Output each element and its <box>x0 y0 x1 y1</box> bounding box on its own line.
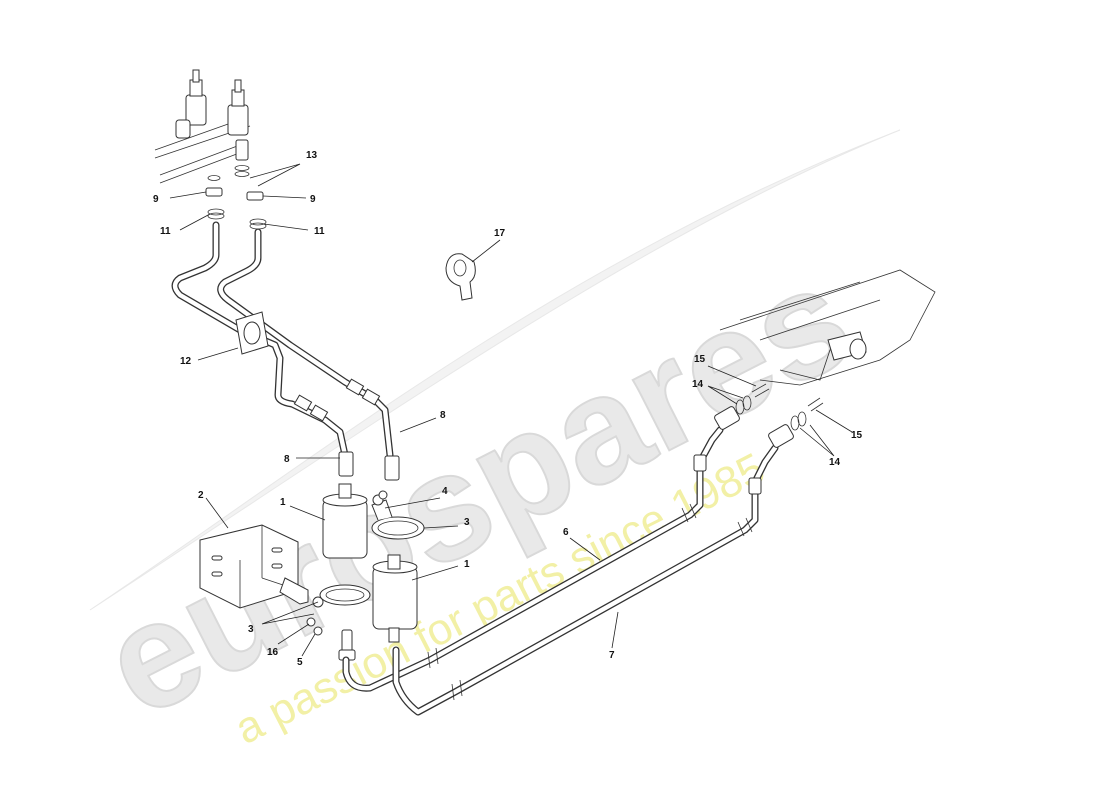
callout-15-left: 15 <box>694 354 706 365</box>
callout-5: 5 <box>297 657 303 668</box>
callout-12: 12 <box>180 356 192 367</box>
retaining-clip-15 <box>751 383 824 412</box>
pipe-clamp-17 <box>445 253 476 301</box>
callout-8-left: 8 <box>284 454 290 465</box>
fuel-filter-icon <box>372 554 418 643</box>
callout-4: 4 <box>442 486 448 497</box>
fuel-tank-outline <box>719 269 936 386</box>
grommet-icon <box>205 187 264 201</box>
washer-16 <box>313 626 323 636</box>
callout-1-upper: 1 <box>280 497 286 508</box>
callout-13: 13 <box>306 150 318 161</box>
callout-8-right: 8 <box>440 410 446 421</box>
callout-3-right: 3 <box>464 517 470 528</box>
callouts: 13 9 9 11 11 17 12 8 8 4 2 1 3 1 3 16 5 … <box>153 150 863 668</box>
callout-16: 16 <box>267 647 279 658</box>
callout-11-right: 11 <box>314 226 325 237</box>
fuel-pipes-upper <box>171 221 400 481</box>
callout-7: 7 <box>609 650 615 661</box>
fuel-pipes-lower <box>342 406 794 716</box>
callout-6: 6 <box>563 527 569 538</box>
leader-lines <box>169 163 853 657</box>
fuel-filter-icon <box>322 483 368 559</box>
callout-3-left: 3 <box>248 624 254 635</box>
callout-14-right: 14 <box>829 457 841 468</box>
spring-13 <box>207 165 250 181</box>
mounting-bracket-icon <box>199 524 309 609</box>
callout-9-right: 9 <box>310 194 316 205</box>
callout-15-right: 15 <box>851 430 863 441</box>
callout-11-left: 11 <box>160 226 171 237</box>
callout-14-left: 14 <box>692 379 704 390</box>
injector-assembly <box>154 69 267 230</box>
o-ring-icon <box>735 395 807 431</box>
bulkhead-grommet-12 <box>235 311 269 355</box>
callout-2: 2 <box>198 490 204 501</box>
filter-assembly <box>199 483 425 661</box>
callout-9-left: 9 <box>153 194 159 205</box>
callout-17: 17 <box>494 228 506 239</box>
callout-1-lower: 1 <box>464 559 470 570</box>
strap-clamp-icon <box>371 494 425 540</box>
